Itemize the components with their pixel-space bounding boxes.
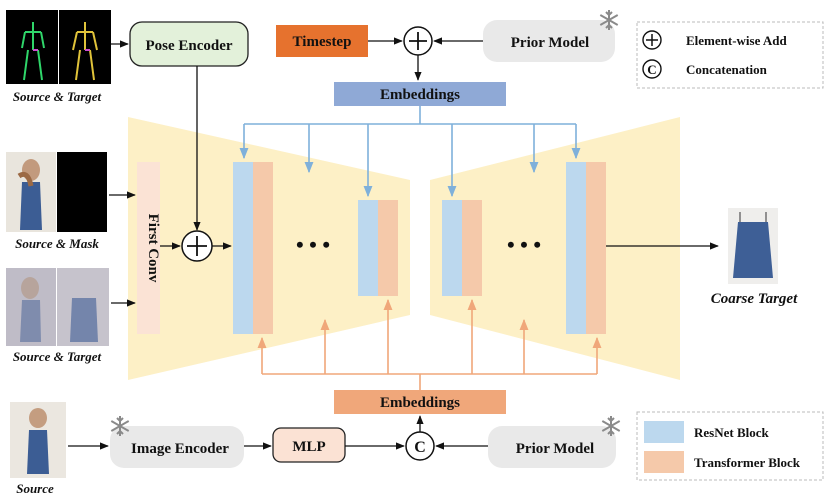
encoder-resnet-block-2 [358,200,378,296]
legend-resnet-label: ResNet Block [694,425,770,440]
prior-model-top-label: Prior Model [511,35,589,51]
encoder-transformer-block-1 [253,162,273,334]
legend-top-box [636,21,824,89]
timestep-label: Timestep [293,34,352,50]
legend-transformer-swatch [644,451,684,473]
embeddings-bottom-label: Embeddings [380,395,460,411]
noisy-image-group [6,268,109,346]
pose-skeleton-source [21,22,45,81]
decoder-transformer-block-1 [462,200,482,296]
frozen-snowflake-icon-encoder [110,416,130,436]
timestep-box [276,25,368,57]
encoder-transformer-block-2 [378,200,398,296]
decoder-dots: • • • [507,232,541,257]
first-conv-box [137,162,160,334]
pose-encoder-box [129,21,249,67]
source-mask-image-group [6,152,107,232]
source-label: Source [16,481,54,496]
encoder-dots: • • • [296,232,330,257]
add-icon [642,30,662,50]
pose-image-group [6,10,111,84]
embeddings-bottom-box [334,390,506,414]
source-mask-label: Source & Mask [15,236,99,251]
pose-skeleton-target [72,22,98,81]
mask-image [57,152,107,232]
decoder-resnet-block-2 [566,162,586,334]
decoder-trapezoid [430,117,680,380]
first-conv-label: First Conv [145,214,161,283]
mlp-box [272,427,346,463]
concat-icon-letter: C [647,62,656,77]
prior-model-top-box [483,20,615,62]
source-image-group [10,402,66,478]
concat-icon-bottom: C [405,431,435,461]
coarse-target-image [728,208,778,284]
add-icon-middle [181,230,213,262]
add-icon-top [403,26,433,56]
bottom-embedding-lines [257,298,602,390]
encoder-resnet-block-1 [233,162,253,334]
legend-resnet-swatch [644,421,684,443]
legend-transformer-label: Transformer Block [694,455,801,470]
prior-model-bottom-label: Prior Model [516,441,594,457]
legend-concat-label: Concatenation [686,62,768,77]
noisy-input-label: Source & Target [13,349,102,364]
pose-input-label: Source & Target [13,89,102,104]
prior-model-bottom-box [488,426,616,468]
frozen-snowflake-icon-top [599,10,619,30]
decoder-transformer-block-2 [586,162,606,334]
embeddings-top-label: Embeddings [380,87,460,103]
embeddings-top-box [334,82,506,106]
image-encoder-label: Image Encoder [131,441,229,457]
output-label: Coarse Target [711,291,798,307]
pose-encoder-label: Pose Encoder [145,38,232,54]
top-embedding-lines [239,106,581,198]
decoder-resnet-block-1 [442,200,462,296]
image-encoder-box [110,426,244,468]
legend-add-label: Element-wise Add [686,33,788,48]
concat-icon: C [642,59,662,79]
concat-bottom-letter: C [414,439,426,456]
mlp-label: MLP [292,439,325,455]
frozen-snowflake-icon-bottom [601,416,621,436]
